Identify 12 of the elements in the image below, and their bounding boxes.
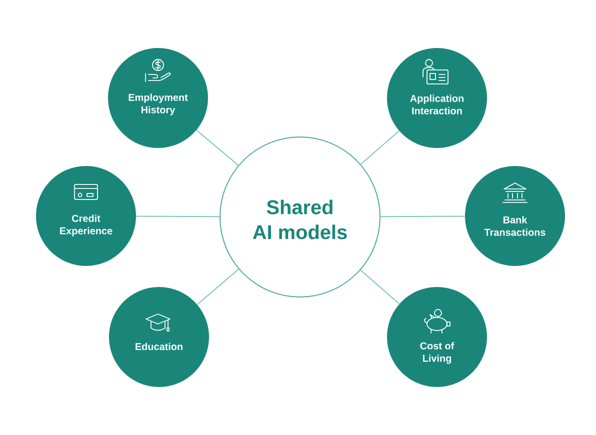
connector-line [196,268,240,305]
connector-line [136,216,220,218]
circle-node: Credit Experience [36,166,136,266]
circle-node: Employment History [108,48,208,148]
connector-line [196,130,239,166]
circle-node: Application Interaction [387,48,487,148]
circle-node: Bank Transactions [465,166,565,266]
connector-line [360,270,400,304]
circle-node: Education [109,286,209,387]
connector-line [360,130,400,165]
circle-node: Cost of Living [387,286,487,387]
connector-line [380,216,466,218]
